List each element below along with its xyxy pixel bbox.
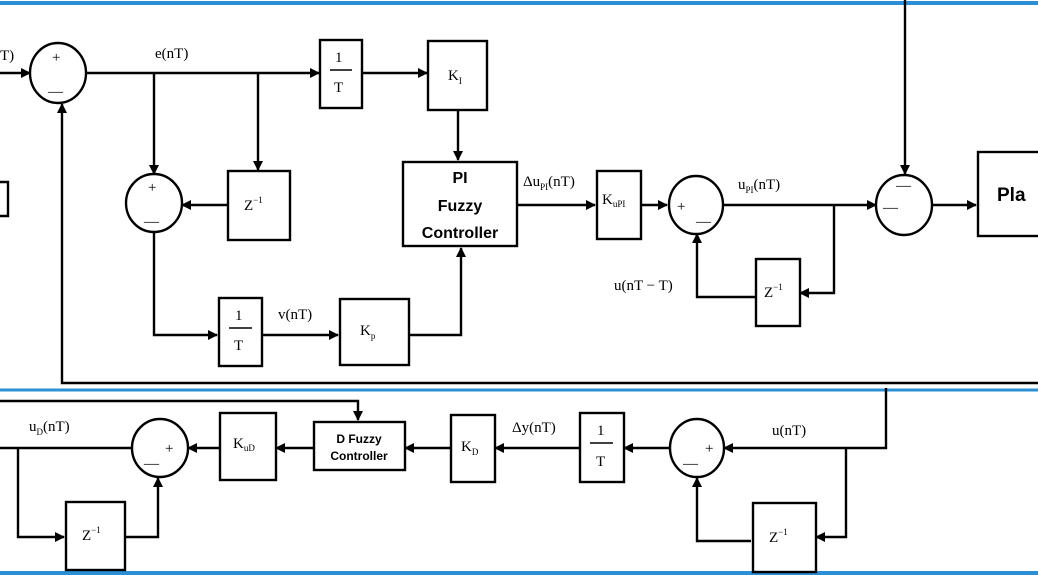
integrator-mid-block [217, 296, 264, 368]
kupi-block [595, 169, 643, 241]
wire-u-delay [815, 448, 848, 542]
d-fuzzy-controller-block [312, 420, 407, 472]
sum5-minus: — [682, 456, 699, 472]
signal-u-d: uD(nT) [29, 419, 70, 437]
pi-fuzzy-line3: Controller [422, 225, 498, 242]
kp-label: Kp [360, 323, 376, 341]
sum-junction-3 [667, 174, 725, 236]
kud-block [218, 411, 278, 482]
kd-label: KD [461, 439, 479, 457]
integrator-bot-num: 1 [597, 423, 605, 439]
sum-junction-5 [668, 417, 726, 479]
sum-junction-6 [130, 417, 190, 479]
pi-fuzzy-line1: PI [452, 170, 467, 187]
sum4-minus-top: — [895, 178, 912, 194]
sum6-plus: + [165, 441, 173, 457]
wire-ud-delay [16, 448, 65, 542]
sum2-minus: — [143, 214, 160, 230]
signal-u-pi: uPI(nT) [738, 177, 780, 195]
wire-upi-delay [799, 205, 836, 298]
sum3-plus: + [677, 199, 685, 215]
integrator-bot-den: T [596, 454, 605, 470]
delay-pi-label: Z−1 [764, 282, 783, 301]
delay-bot-left-label: Z−1 [82, 525, 101, 544]
integrator-top-num: 1 [335, 50, 343, 66]
kp-block [338, 297, 411, 367]
integrator-bot-block [578, 411, 626, 484]
kud-label: KuD [233, 436, 255, 453]
ki-block [426, 39, 489, 112]
sum1-plus: + [52, 50, 60, 66]
sum2-plus: + [148, 180, 156, 196]
wire-kp-pi [409, 247, 466, 337]
plant-label: Pla [997, 185, 1026, 206]
pi-fuzzy-line2: Fuzzy [438, 198, 483, 215]
delay-top-block [226, 169, 292, 242]
delay-bot-right-block [751, 501, 818, 574]
signal-error: e(nT) [155, 46, 188, 62]
delay-bot-right-label: Z−1 [769, 527, 788, 546]
sum6-minus: — [143, 456, 160, 472]
integrator-top-block [318, 38, 364, 110]
signal-ref-partial: T) [0, 48, 14, 64]
wire-sum2-int [152, 232, 218, 340]
signal-v: v(nT) [278, 307, 312, 323]
sum-junction-4 [874, 173, 934, 237]
integrator-mid-num: 1 [235, 308, 243, 324]
delay-bot-left-block [64, 500, 127, 572]
delay-pi-block [754, 257, 802, 328]
sum-junction-2 [124, 172, 184, 234]
signal-u-prev: u(nT − T) [614, 278, 673, 294]
wire-delay-sum3 [692, 233, 755, 299]
sum5-plus: + [705, 441, 713, 457]
sum-junction-1 [28, 41, 88, 105]
plant-block [976, 150, 1038, 238]
signal-u: u(nT) [772, 423, 806, 439]
wire-delay-sum6 [125, 477, 163, 539]
wire-feedback-d [0, 399, 363, 421]
integrator-top-den: T [334, 80, 343, 96]
signal-delta-y: Δy(nT) [512, 420, 556, 436]
d-fuzzy-line1: D Fuzzy [336, 432, 382, 446]
d-fuzzy-line2: Controller [330, 449, 388, 463]
sum1-minus: — [47, 84, 64, 100]
wire-u-down [723, 388, 888, 453]
integrator-mid-den: T [234, 338, 243, 354]
wire-feedback-sum1 [57, 103, 1038, 385]
delay-top-label: Z−1 [244, 195, 263, 214]
kupi-label: KuPI [602, 192, 625, 209]
pi-fuzzy-controller-block [401, 160, 519, 248]
ki-label: KI [448, 68, 462, 86]
sum4-minus-left: — [882, 200, 899, 216]
signal-delta-u-pi: ΔuPI(nT) [523, 174, 575, 192]
wire-left-stub [0, 180, 10, 218]
sum3-minus: — [695, 214, 712, 230]
kd-block [449, 413, 497, 484]
wire-delay-sum5 [692, 477, 751, 543]
